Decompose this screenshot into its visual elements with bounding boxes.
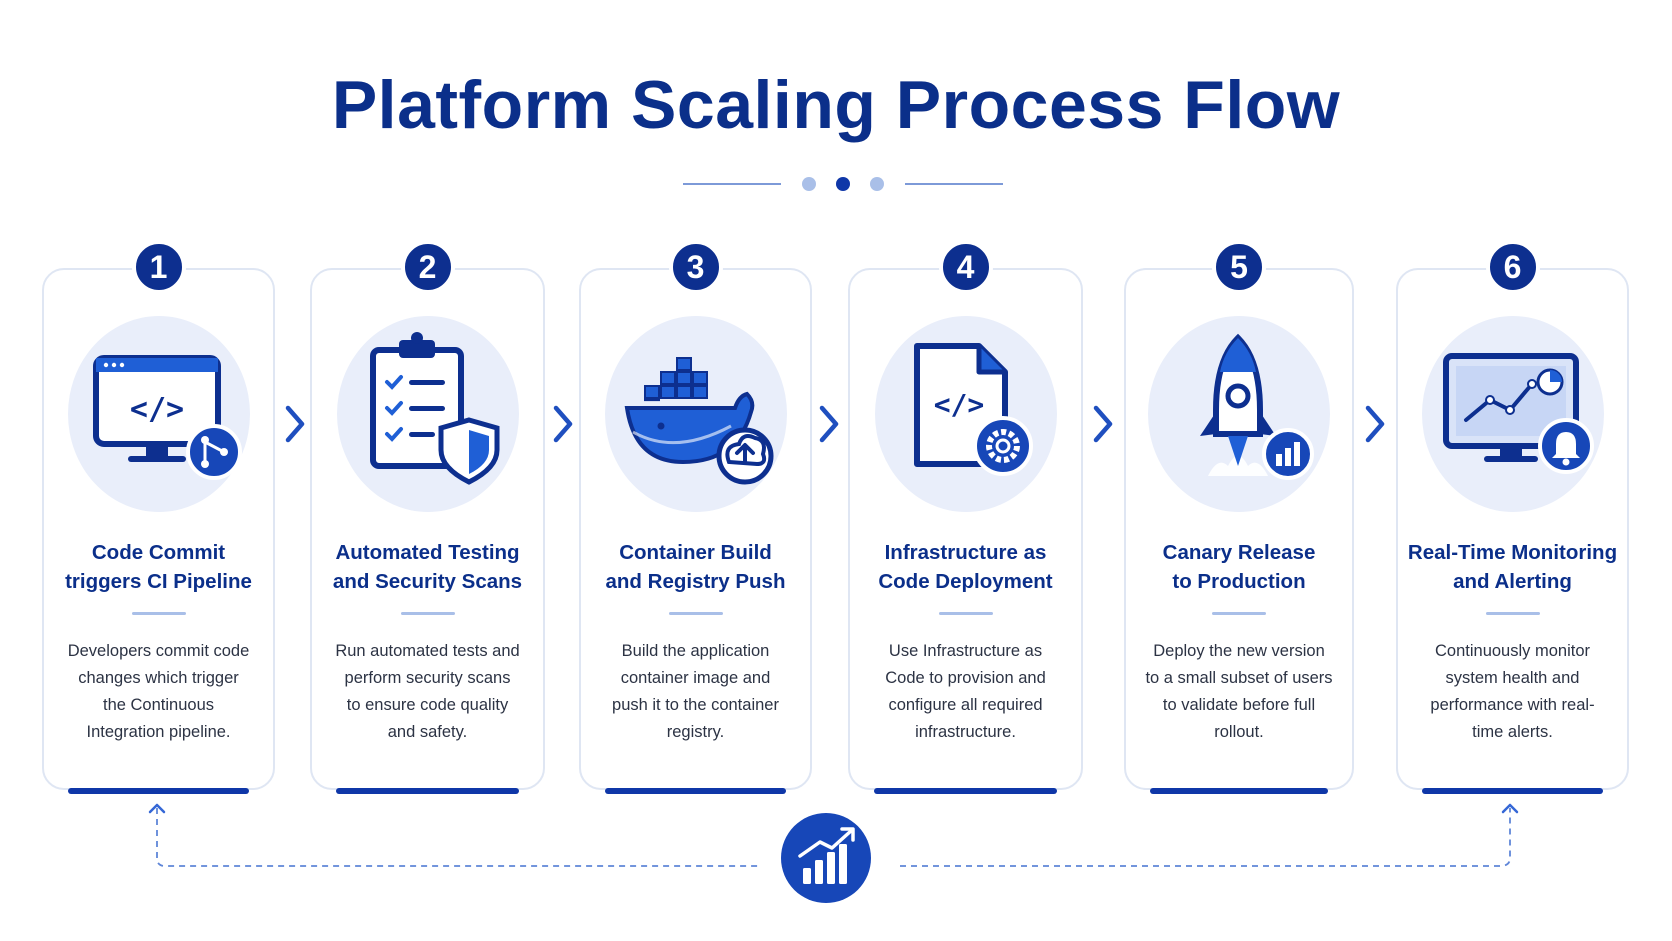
title-underline xyxy=(131,612,186,615)
step-description: Continuously monitor system health and per… xyxy=(1396,638,1629,746)
step-description: Deploy the new version to a small subset … xyxy=(1124,638,1354,746)
step-description-line: Integration pipeline. xyxy=(86,723,231,741)
step-description: Build the application container image and… xyxy=(579,638,812,746)
title-underline xyxy=(400,612,455,615)
chevron-right-icon xyxy=(553,405,573,443)
card-accent-bar xyxy=(874,788,1057,794)
step-description-line: Code to provision and xyxy=(885,669,1046,687)
step-title-line: triggers CI Pipeline xyxy=(65,570,252,593)
step-number-badge: 2 xyxy=(400,240,455,294)
step-description-line: Run automated tests and xyxy=(335,642,520,660)
step-description-line: and safety. xyxy=(387,723,468,741)
step-illustration xyxy=(1148,316,1330,512)
docker-whale-icon xyxy=(624,357,773,485)
step-title-line: Infrastructure as xyxy=(884,541,1047,564)
chevron-right-icon xyxy=(285,405,305,443)
step-description-line: perform security scans xyxy=(344,669,511,687)
growth-chart-icon xyxy=(781,813,871,903)
chevron-right-icon xyxy=(1093,405,1113,443)
step-description-line: rollout. xyxy=(1214,723,1264,741)
svg-text:</>: </> xyxy=(933,388,984,421)
step-number: 1 xyxy=(149,248,168,285)
step-description-line: Use Infrastructure as xyxy=(888,642,1043,660)
step-illustration: </> xyxy=(67,316,250,512)
step-description-line: system health and xyxy=(1445,669,1580,687)
step-card xyxy=(1396,268,1629,794)
monitoring-dashboard-icon xyxy=(1442,353,1594,474)
chevron-right-icon xyxy=(819,405,839,443)
step-title-line: Code Deployment xyxy=(878,570,1053,593)
step-description-line: Build the application xyxy=(621,642,770,660)
clipboard-checklist-icon xyxy=(369,332,499,485)
step-title: Canary Release to Production xyxy=(1124,538,1354,596)
title-underline xyxy=(668,612,723,615)
step-description-line: Deploy the new version xyxy=(1153,642,1325,660)
step-description-line: configure all required xyxy=(888,696,1043,714)
step-description-line: to validate before full xyxy=(1162,696,1316,714)
step-title-line: Automated Testing xyxy=(335,541,520,564)
step-description-line: container image and xyxy=(620,669,771,687)
step-description-line: time alerts. xyxy=(1472,723,1553,741)
step-title: Real-Time Monitoring and Alerting xyxy=(1396,538,1629,596)
code-file-icon: </> xyxy=(913,343,1033,476)
title-underline xyxy=(938,612,993,615)
step-description: Use Infrastructure as Code to provision a… xyxy=(848,638,1083,746)
step-description: Developers commit code changes which trig… xyxy=(42,638,275,746)
step-description-line: changes which trigger xyxy=(78,669,239,687)
step-description-line: the Continuous xyxy=(103,696,214,714)
step-title-line: Canary Release xyxy=(1162,541,1316,564)
step-description-line: Continuously monitor xyxy=(1435,642,1590,660)
step-description-line: to ensure code quality xyxy=(346,696,509,714)
step-description-line: infrastructure. xyxy=(915,723,1016,741)
step-number: 6 xyxy=(1503,248,1522,285)
chevron-right-icon xyxy=(1365,405,1385,443)
step-number: 4 xyxy=(956,248,975,285)
step-title-line: and Security Scans xyxy=(332,570,523,593)
card-accent-bar xyxy=(336,788,519,794)
step-illustration xyxy=(336,316,519,512)
step-title-line: Code Commit xyxy=(91,541,226,564)
step-description-line: registry. xyxy=(666,723,725,741)
step-title-line: and Alerting xyxy=(1453,570,1572,593)
card-accent-bar xyxy=(605,788,786,794)
step-number-badge: 6 xyxy=(1485,240,1540,294)
step-number: 2 xyxy=(418,248,437,285)
step-number-badge: 5 xyxy=(1212,240,1266,294)
step-description-line: to a small subset of users xyxy=(1145,669,1333,687)
code-monitor-icon: </> xyxy=(92,355,242,480)
title-divider xyxy=(0,174,1672,194)
step-number-badge: 1 xyxy=(131,240,186,294)
step-title: Code Commit triggers CI Pipeline xyxy=(42,538,275,596)
step-title-line: and Registry Push xyxy=(605,570,786,593)
card-accent-bar xyxy=(1150,788,1328,794)
step-illustration: </> xyxy=(874,316,1057,512)
page-title: Platform Scaling Process Flow xyxy=(331,67,1341,143)
step-description-line: Developers commit code xyxy=(67,642,250,660)
step-title-line: to Production xyxy=(1172,570,1306,593)
step-number-badge: 4 xyxy=(938,240,993,294)
title-underline xyxy=(1212,612,1266,615)
title-underline xyxy=(1485,612,1540,615)
step-title: Automated Testing and Security Scans xyxy=(310,538,545,596)
svg-text:</>: </> xyxy=(129,392,183,427)
step-illustration xyxy=(1421,316,1604,512)
loop-arrow-right xyxy=(1501,803,1519,814)
feedback-loop xyxy=(148,803,1519,903)
step-title-line: Real-Time Monitoring xyxy=(1407,541,1618,564)
step-description-line: performance with real- xyxy=(1430,696,1595,714)
step-number: 5 xyxy=(1230,248,1248,285)
rocket-icon xyxy=(1200,333,1314,480)
step-number-badge: 3 xyxy=(668,240,723,294)
loop-arrow-left xyxy=(148,803,166,814)
step-title: Infrastructure as Code Deployment xyxy=(848,538,1083,596)
card-accent-bar xyxy=(68,788,249,794)
step-description-line: push it to the container xyxy=(612,696,779,714)
step-title: Container Build and Registry Push xyxy=(579,538,812,596)
step-description: Run automated tests and perform security … xyxy=(310,638,545,746)
step-title-line: Container Build xyxy=(619,541,772,564)
step-number: 3 xyxy=(686,248,705,285)
step-illustration xyxy=(604,316,787,512)
card-accent-bar xyxy=(1422,788,1603,794)
